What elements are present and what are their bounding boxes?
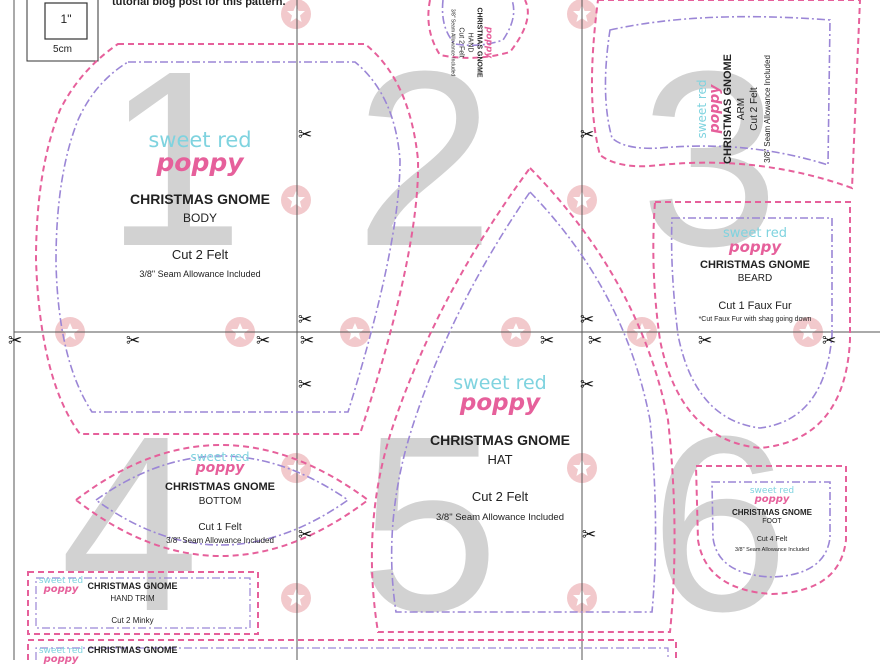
hand-label-group: poppy CHRISTMAS GNOME HAND Cut 2 Felt 3/… <box>448 0 494 98</box>
hand-trim-cut: Cut 2 Minky <box>111 616 154 625</box>
scale-cm-label: 5cm <box>53 44 72 55</box>
page-number-1: 1 <box>105 19 244 298</box>
arm-title: CHRISTMAS GNOME <box>722 54 734 164</box>
hand-piece <box>427 0 529 59</box>
arm-name: ARM <box>736 97 747 121</box>
scissors-icon: ✂ <box>540 331 554 351</box>
scissors-icon: ✂ <box>698 331 712 351</box>
foot-title: CHRISTMAS GNOME <box>732 508 812 517</box>
beard-name: BEARD <box>737 273 773 284</box>
brand-logo-line2: poppy <box>707 84 723 134</box>
extra-title: CHRISTMAS GNOME <box>87 645 178 655</box>
scissors-icon: ✂ <box>822 331 836 351</box>
hat-name: HAT <box>487 452 513 467</box>
page-number-6: 6 <box>650 384 789 660</box>
hand-trim-title: CHRISTMAS GNOME <box>87 581 178 591</box>
scissors-icon: ✂ <box>580 375 594 395</box>
body-seam: 3/8" Seam Allowance Included <box>139 269 261 279</box>
hat-title: CHRISTMAS GNOME <box>430 432 570 448</box>
bottom-cut: Cut 1 Felt <box>198 522 242 533</box>
bottom-name: BOTTOM <box>198 496 242 507</box>
brand-logo-line2: poppy <box>195 460 245 476</box>
page-number-4: 4 <box>60 384 199 660</box>
brand-logo-line1: sweet red <box>38 646 84 656</box>
scale-box <box>26 0 99 62</box>
brand-logo-line2: poppy <box>754 494 790 505</box>
star-icon <box>281 453 311 483</box>
scissors-icon: ✂ <box>580 310 594 330</box>
scissors-icon: ✂ <box>8 331 22 351</box>
page-number-3: 3 <box>640 19 779 298</box>
brand-logo-line1: sweet red <box>148 128 252 152</box>
brand-logo-line1: sweet red <box>749 486 795 496</box>
page-number-2: 2 <box>355 19 494 298</box>
brand-logo-line2: poppy <box>728 238 782 256</box>
beard-note: *Cut Faux Fur with shag going down <box>698 316 812 323</box>
hat-cut: Cut 2 Felt <box>471 489 529 504</box>
star-icon <box>281 0 311 29</box>
foot-name: FOOT <box>762 518 782 525</box>
body-piece <box>34 43 420 435</box>
tile-grid <box>13 0 880 660</box>
beard-cut: Cut 1 Faux Fur <box>718 300 792 312</box>
hand-trim-name: HAND TRIM <box>110 594 155 603</box>
scissors-icon: ✂ <box>580 125 594 145</box>
bottom-piece <box>74 444 370 557</box>
scissors-icon: ✂ <box>300 331 314 351</box>
page-number-5: 5 <box>360 384 499 660</box>
arm-cut: Cut 2 Felt <box>749 87 760 131</box>
brand-logo-line1: sweet red <box>723 226 787 241</box>
brand-logo-line2: poppy <box>156 148 244 177</box>
body-title: CHRISTMAS GNOME <box>130 191 270 207</box>
body-name: BODY <box>182 211 217 225</box>
arm-label-group: sweet red poppy CHRISTMAS GNOME ARM Cut … <box>695 14 774 204</box>
brand-logo-line2: poppy <box>483 26 494 59</box>
scissors-icon: ✂ <box>256 331 270 351</box>
brand-logo-line1: sweet red <box>38 576 84 586</box>
beard-piece <box>652 201 851 450</box>
star-icon <box>281 583 311 613</box>
body-cut: Cut 2 Felt <box>171 247 229 262</box>
extra-piece <box>27 639 677 660</box>
bottom-title: CHRISTMAS GNOME <box>165 481 275 493</box>
scissors-icon: ✂ <box>298 375 312 395</box>
brand-logo-line2: poppy <box>43 584 79 595</box>
scissors-icon: ✂ <box>126 331 140 351</box>
star-icon <box>281 185 311 215</box>
arm-piece <box>590 0 862 190</box>
brand-logo-line1: sweet red <box>453 372 547 394</box>
foot-seam: 3/8" Seam Allowance Included <box>734 547 810 553</box>
foot-cut: Cut 4 Felt <box>756 536 788 543</box>
header-note: tutorial blog post for this pattern. <box>112 0 286 8</box>
arm-seam: 3/8" Seam Allowance Included <box>763 55 772 163</box>
scissors-icon: ✂ <box>582 525 596 545</box>
scissors-icon: ✂ <box>298 125 312 145</box>
brand-logo-line1: sweet red <box>190 450 250 464</box>
hand-title: CHRISTMAS GNOME <box>475 7 483 78</box>
scissors-icon: ✂ <box>298 310 312 330</box>
scale-inch-label: 1" <box>60 12 72 26</box>
hand-cut: Cut 2 Felt <box>457 27 465 58</box>
scissors-icon: ✂ <box>298 525 312 545</box>
bottom-seam: 3/8" Seam Allowance Included <box>166 536 274 545</box>
scissors-icon: ✂ <box>588 331 602 351</box>
hat-piece <box>370 166 676 633</box>
hand-trim-piece <box>27 571 259 635</box>
hand-name: HAND <box>466 32 474 53</box>
hat-seam: 3/8" Seam Allowance Included <box>435 512 564 523</box>
beard-title: CHRISTMAS GNOME <box>700 259 810 271</box>
page-number-watermarks: 1 2 3 4 5 6 <box>60 19 789 660</box>
scissors-markers: ✂ ✂ ✂ ✂ ✂ ✂ ✂ ✂ ✂ ✂ ✂ ✂ ✂ ✂ ✂ ✂ <box>8 125 836 545</box>
brand-logo-line2: poppy <box>459 390 541 416</box>
hand-seam: 3/8" Seam Allowance Included <box>449 8 456 77</box>
foot-piece <box>694 465 847 596</box>
